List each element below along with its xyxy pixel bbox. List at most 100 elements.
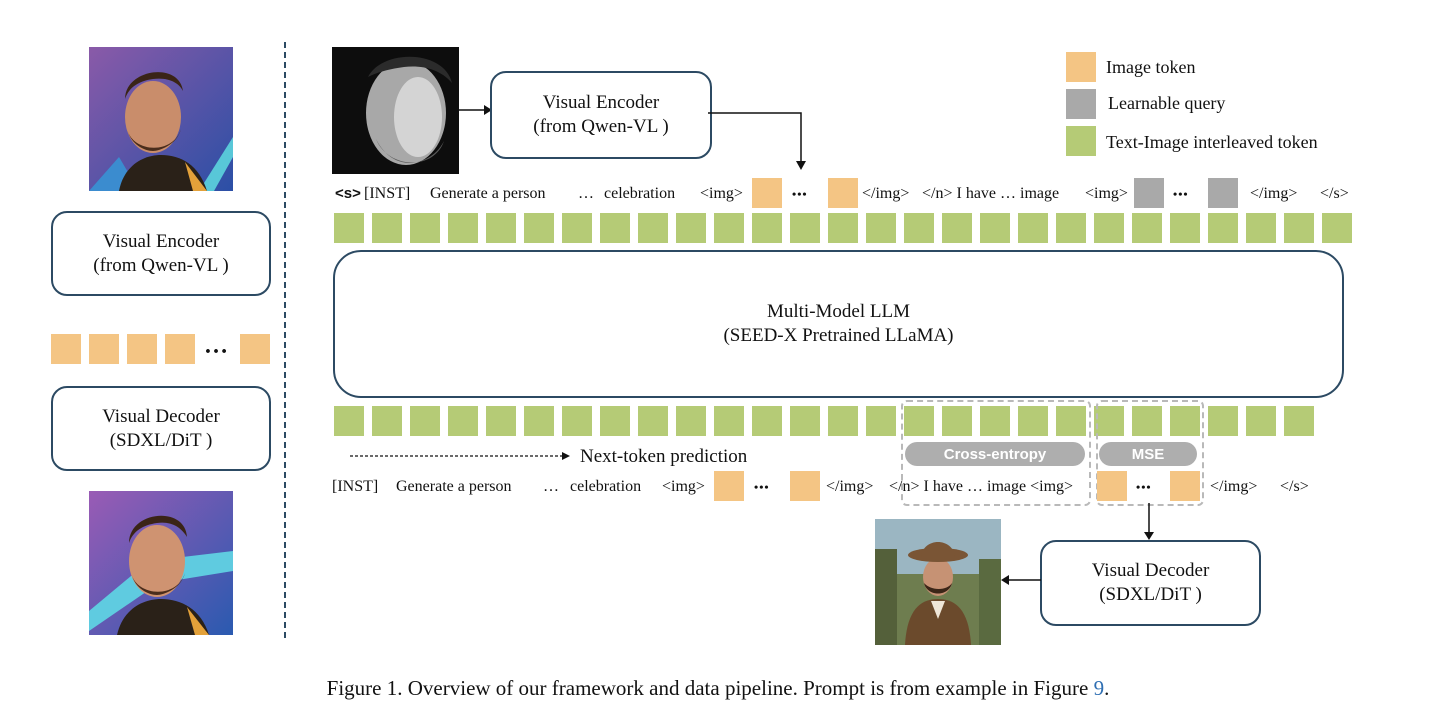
input-interleaved-token-11 <box>714 213 744 243</box>
cross-entropy-label: Cross-entropy <box>905 442 1085 466</box>
seq-in-query-token-1 <box>1134 178 1164 208</box>
llm-subtitle: (SEED-X Pretrained LLaMA) <box>723 325 954 346</box>
seq-out-dots-2: ••• <box>1136 480 1152 494</box>
left-image-token-3 <box>127 334 157 364</box>
input-interleaved-token-8 <box>600 213 630 243</box>
legend-interleaved-token-swatch <box>1066 126 1096 156</box>
output-interleaved-token-9 <box>638 406 668 436</box>
bottom-decoder-subtitle: (SDXL/DiT ) <box>1099 584 1202 605</box>
input-portrait <box>332 47 459 174</box>
seq-out-image-token-4 <box>1170 471 1200 501</box>
bottom-decoder-title: Visual Decoder <box>1091 560 1210 581</box>
mse-label: MSE <box>1099 442 1197 466</box>
left-image-token-2 <box>89 334 119 364</box>
input-interleaved-token-14 <box>828 213 858 243</box>
left-decoder-subtitle: (SDXL/DiT ) <box>109 429 213 451</box>
cross-entropy-group <box>901 400 1091 506</box>
llm-box: Multi-Model LLM (SEED-X Pretrained LLaMA… <box>333 250 1344 398</box>
left-top-portrait <box>89 47 233 191</box>
output-interleaved-token-18 <box>980 406 1010 436</box>
output-interleaved-token-3 <box>410 406 440 436</box>
mse-group <box>1096 400 1204 506</box>
input-interleaved-token-9 <box>638 213 668 243</box>
seq-out-inst: [INST] <box>332 478 379 495</box>
seq-in-ellipsis: … <box>578 185 594 202</box>
seq-in-text3: </n> I have … image <box>922 185 1060 202</box>
legend-learnable-query-swatch <box>1066 89 1096 119</box>
legend-image-token-swatch <box>1066 52 1096 82</box>
input-interleaved-token-4 <box>448 213 478 243</box>
left-image-token-4 <box>165 334 195 364</box>
seq-in-dots: ••• <box>792 187 808 201</box>
input-interleaved-token-26 <box>1284 213 1314 243</box>
input-interleaved-token-19 <box>1018 213 1048 243</box>
input-interleaved-token-17 <box>942 213 972 243</box>
output-interleaved-token-14 <box>828 406 858 436</box>
left-bottom-portrait <box>89 491 233 635</box>
seq-in-end: </s> <box>1320 185 1349 202</box>
seq-out-celebration: celebration <box>570 478 642 495</box>
seq-in-s-token: <s> <box>335 185 361 202</box>
input-interleaved-token-21 <box>1094 213 1124 243</box>
left-visual-encoder-box: Visual Encoder (from Qwen-VL ) <box>51 211 271 296</box>
output-interleaved-token-7 <box>562 406 592 436</box>
output-interleaved-token-5 <box>486 406 516 436</box>
caption-text: Figure 1. Overview of our framework and … <box>326 676 1094 700</box>
input-interleaved-token-18 <box>980 213 1010 243</box>
seq-out-text: Generate a person <box>396 478 512 495</box>
top-visual-encoder-box: Visual Encoder (from Qwen-VL ) <box>490 71 712 159</box>
input-interleaved-token-1 <box>334 213 364 243</box>
top-encoder-subtitle: (from Qwen-VL ) <box>533 116 669 137</box>
legend-image-token-label: Image token <box>1106 57 1196 77</box>
output-interleaved-token-17 <box>942 406 972 436</box>
output-interleaved-token-23 <box>1170 406 1200 436</box>
input-interleaved-token-6 <box>524 213 554 243</box>
input-interleaved-token-24 <box>1208 213 1238 243</box>
output-interleaved-token-6 <box>524 406 554 436</box>
caption-figure-ref[interactable]: 9 <box>1093 676 1105 700</box>
seq-out-end: </s> <box>1280 478 1309 495</box>
left-image-token-5 <box>240 334 270 364</box>
input-interleaved-token-13 <box>790 213 820 243</box>
left-decoder-title: Visual Decoder <box>102 405 220 427</box>
seq-out-image-token-1 <box>714 471 744 501</box>
seq-in-inst: [INST] <box>364 185 411 202</box>
arrow-encoder-to-tokens <box>708 112 806 170</box>
seq-in-img-open: <img> <box>700 185 743 202</box>
legend-learnable-query-label: Learnable query <box>1108 93 1226 113</box>
legend-interleaved-token-label: Text-Image interleaved token <box>1106 132 1318 152</box>
seq-in-img-open-2: <img> <box>1085 185 1128 202</box>
input-interleaved-token-22 <box>1132 213 1162 243</box>
seq-out-img-close-2: </img> <box>1210 478 1258 495</box>
arrow-image-to-encoder <box>458 105 492 115</box>
seq-out-text3: </n> I have … image <img> <box>889 478 1074 495</box>
next-token-arrow <box>350 452 570 460</box>
output-interleaved-token-8 <box>600 406 630 436</box>
output-interleaved-token-20 <box>1056 406 1086 436</box>
caption-end: . <box>1104 676 1110 700</box>
seq-out-img-close: </img> <box>826 478 874 495</box>
seq-in-dots-2: ••• <box>1173 187 1189 201</box>
input-interleaved-token-2 <box>372 213 402 243</box>
seq-out-image-token-2 <box>790 471 820 501</box>
output-interleaved-token-26 <box>1284 406 1314 436</box>
input-interleaved-token-25 <box>1246 213 1276 243</box>
output-interleaved-token-15 <box>866 406 896 436</box>
panel-divider <box>284 42 286 638</box>
seq-out-image-token-3 <box>1097 471 1127 501</box>
left-token-ellipsis: … <box>204 333 228 359</box>
left-image-token-1 <box>51 334 81 364</box>
top-encoder-title: Visual Encoder <box>542 92 660 113</box>
output-generated-image <box>875 519 1001 645</box>
input-interleaved-token-5 <box>486 213 516 243</box>
seq-in-image-token-1 <box>752 178 782 208</box>
output-interleaved-token-11 <box>714 406 744 436</box>
seq-out-ellipsis: … <box>543 478 559 495</box>
output-interleaved-token-1 <box>334 406 364 436</box>
llm-title: Multi-Model LLM <box>766 301 911 322</box>
left-visual-decoder-box: Visual Decoder (SDXL/DiT ) <box>51 386 271 471</box>
seq-in-celebration: celebration <box>604 185 676 202</box>
input-interleaved-token-15 <box>866 213 896 243</box>
seq-in-text: Generate a person <box>430 185 546 202</box>
left-encoder-subtitle: (from Qwen-VL ) <box>93 254 229 276</box>
